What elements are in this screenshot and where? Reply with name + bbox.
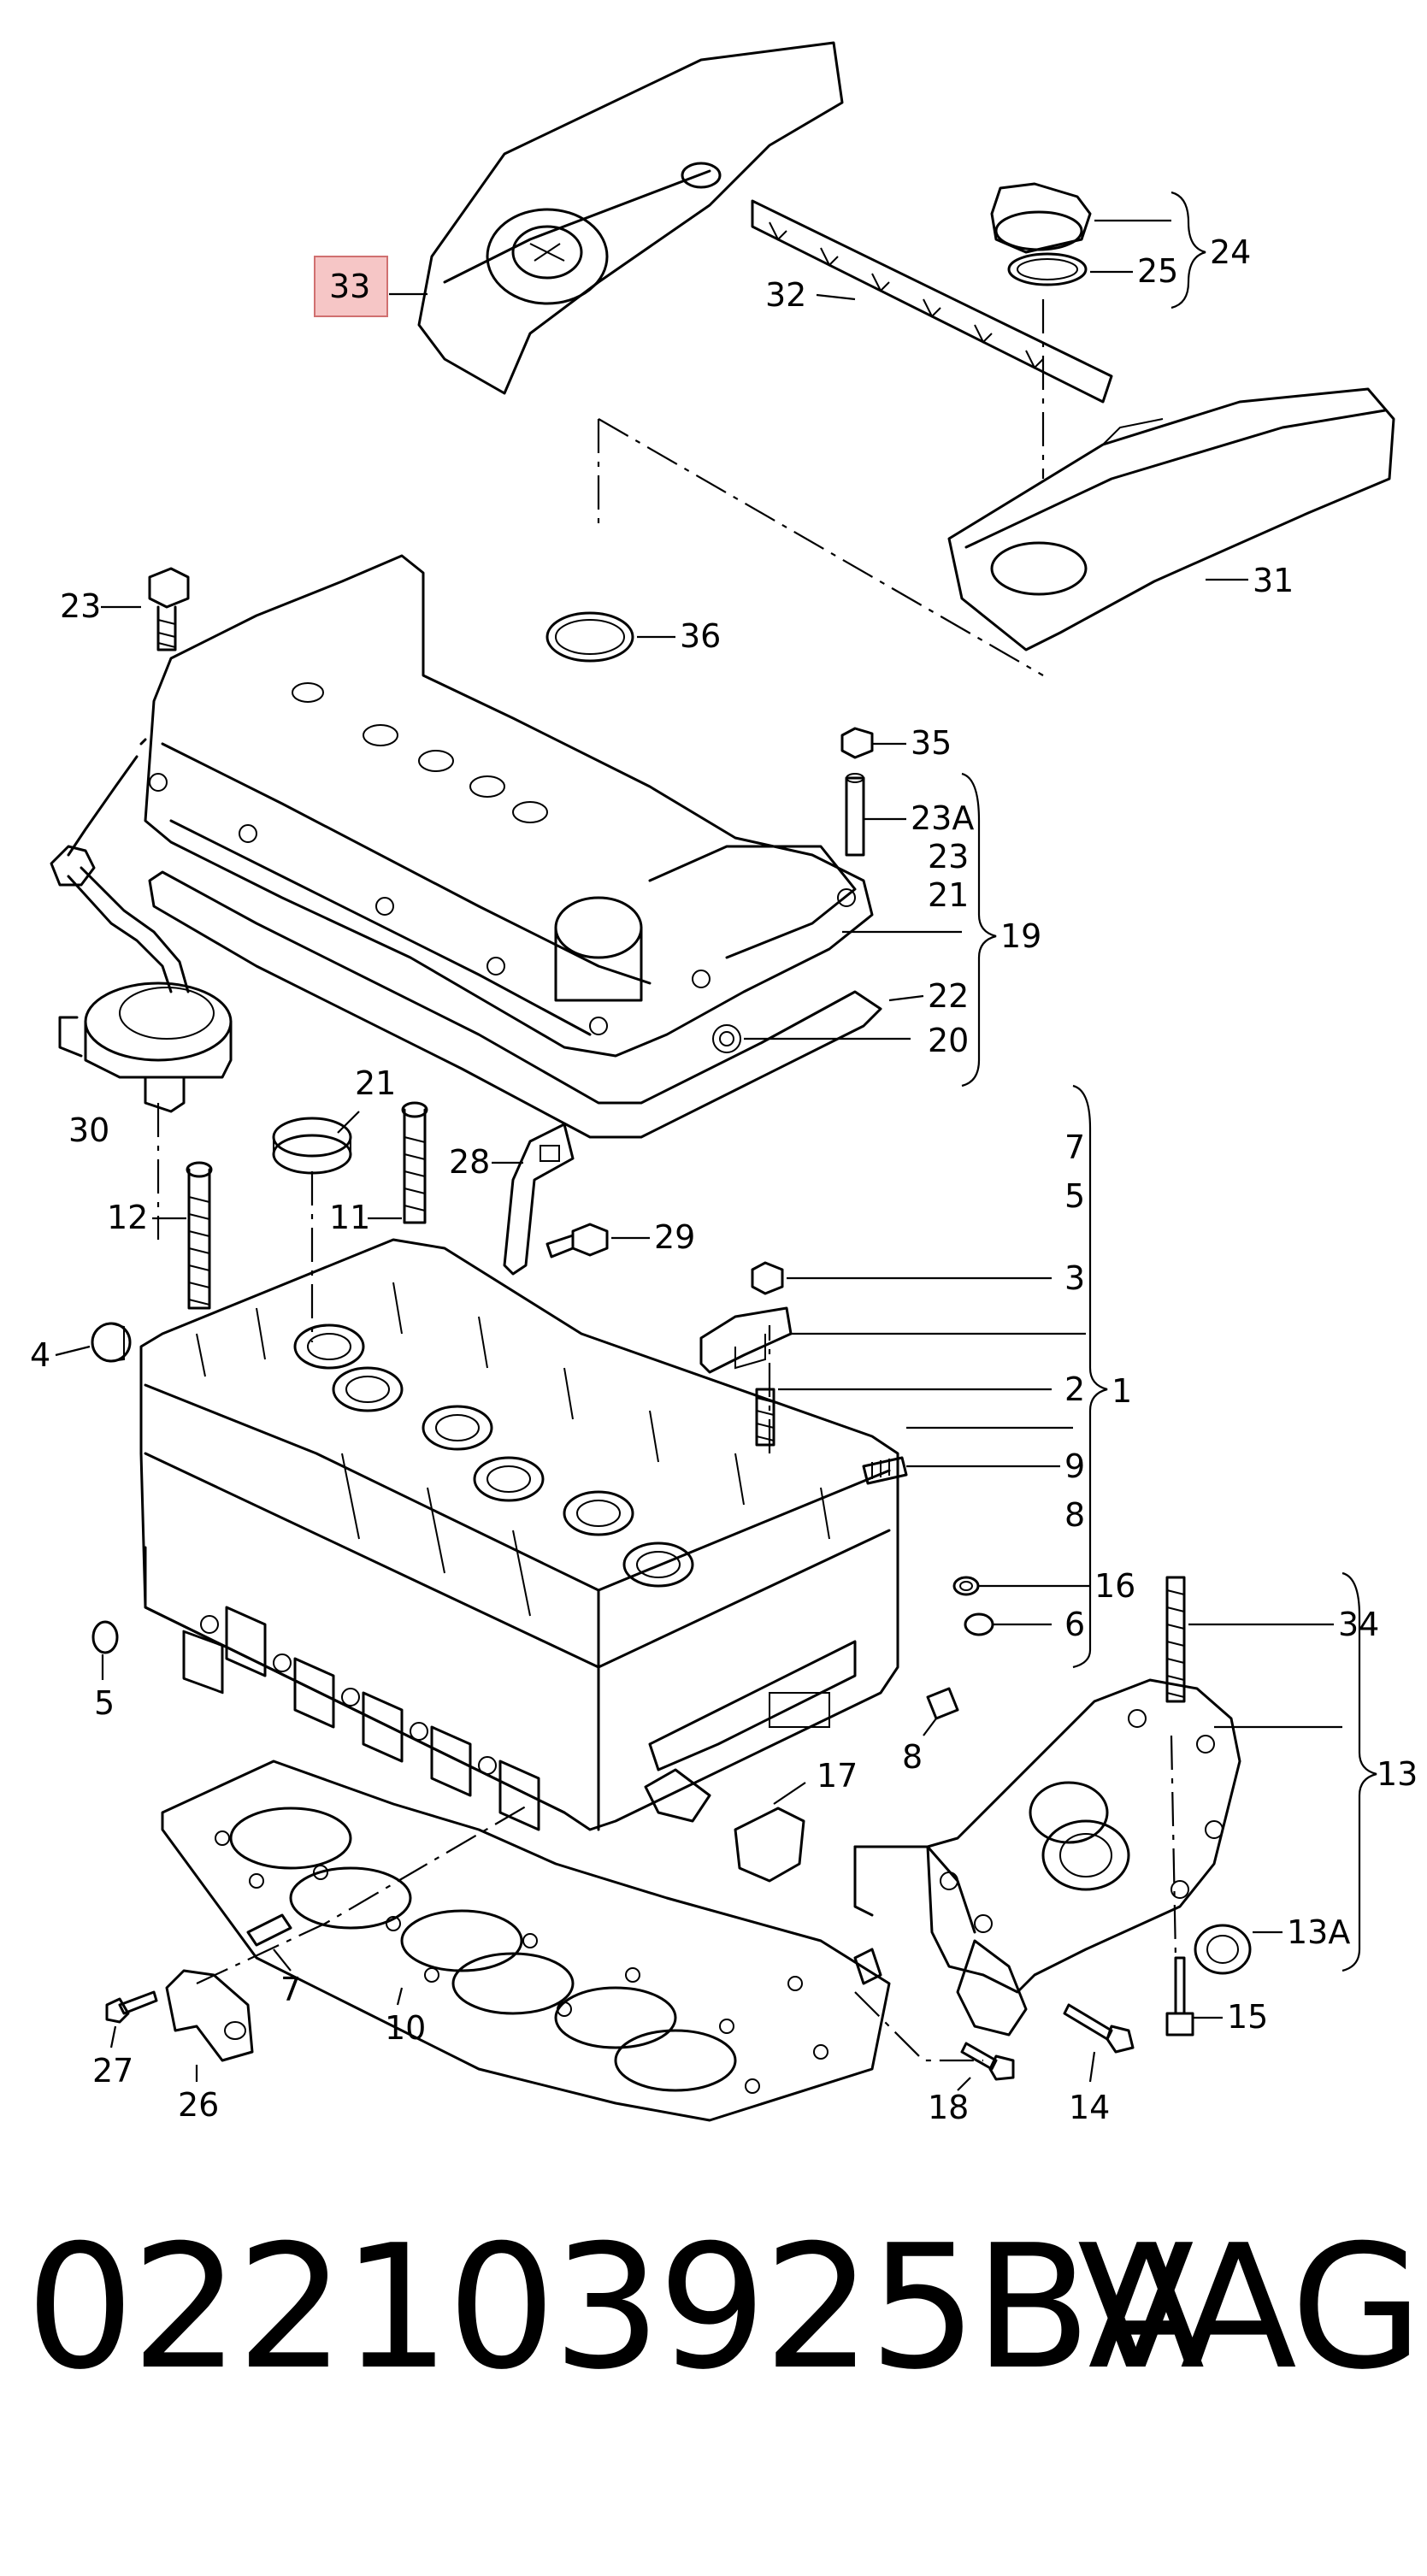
bearing-cap-2 <box>699 1306 793 1374</box>
seal-36 <box>545 611 634 663</box>
cylinder-head <box>139 1238 899 1831</box>
callout-8-lower: 8 <box>902 1738 923 1776</box>
bracket-28 <box>503 1123 575 1276</box>
callout-3: 3 <box>1064 1259 1085 1297</box>
callout-17: 17 <box>817 1757 858 1795</box>
valve-cover-gasket <box>148 870 882 1139</box>
head-gasket <box>161 1760 891 2122</box>
callout-1: 1 <box>1112 1372 1132 1410</box>
callout-26: 26 <box>178 2086 219 2124</box>
callout-21-right: 21 <box>928 876 969 914</box>
callout-6: 6 <box>1064 1606 1085 1643</box>
stud-23A <box>845 773 865 857</box>
callout-20: 20 <box>928 1022 969 1059</box>
intake-ports <box>144 1546 566 1831</box>
callout-36: 36 <box>680 617 721 655</box>
callout-32: 32 <box>765 276 806 314</box>
bracket-26 <box>165 1969 254 2062</box>
engine-cover-left <box>417 41 844 395</box>
seal-21-lower <box>272 1117 352 1175</box>
seal-13A <box>1194 1924 1252 1975</box>
callout-27: 27 <box>92 2052 133 2090</box>
callout-22: 22 <box>928 977 969 1015</box>
callout-13: 13 <box>1377 1755 1418 1793</box>
callout-23-top: 23 <box>60 587 101 625</box>
callout-13A: 13A <box>1287 1913 1350 1951</box>
stud-9 <box>862 1456 908 1485</box>
callout-29: 29 <box>654 1218 695 1256</box>
plug-5 <box>91 1620 119 1654</box>
gasket-17 <box>734 1807 805 1883</box>
callout-16: 16 <box>1094 1567 1135 1605</box>
callout-24: 24 <box>1210 233 1251 271</box>
callout-33: 33 <box>329 268 370 305</box>
bolt-23-top <box>148 567 190 651</box>
callout-23A: 23A <box>911 799 974 837</box>
bolt-18 <box>960 2042 1015 2081</box>
callout-35: 35 <box>911 724 952 762</box>
callout-31: 31 <box>1253 562 1294 599</box>
callout-9: 9 <box>1064 1447 1085 1485</box>
leader-lines <box>55 191 1377 2091</box>
highlight-box-33 <box>314 256 388 317</box>
callout-19: 19 <box>1000 917 1041 955</box>
callout-14: 14 <box>1069 2089 1110 2126</box>
callout-34: 34 <box>1338 1606 1379 1643</box>
callout-23-right: 23 <box>928 838 969 875</box>
nut-35 <box>840 727 874 759</box>
callout-7-lower: 7 <box>280 1971 301 2008</box>
bolt-14 <box>1063 2003 1135 2054</box>
dowel-8-right <box>926 1687 959 1720</box>
callout-10: 10 <box>385 2009 426 2047</box>
callout-4: 4 <box>30 1336 50 1374</box>
toothed-strip <box>751 199 1113 404</box>
callout-25: 25 <box>1137 252 1178 290</box>
callout-11: 11 <box>329 1199 370 1236</box>
brand-caption: VAG <box>1077 2208 1423 2408</box>
callout-18: 18 <box>928 2089 969 2126</box>
callout-15: 15 <box>1227 1998 1268 2036</box>
part-number-caption: 022103925BA <box>26 2208 1205 2408</box>
stud-2 <box>755 1388 775 1447</box>
callout-21-mid: 21 <box>355 1064 396 1102</box>
plug-6 <box>964 1612 994 1636</box>
callout-7-right: 7 <box>1064 1129 1085 1166</box>
stud-34 <box>1165 1576 1186 1703</box>
callout-12: 12 <box>107 1199 148 1236</box>
plug-4 <box>91 1322 132 1363</box>
callout-2: 2 <box>1064 1371 1085 1408</box>
timing-housing-13 <box>853 1678 1241 2037</box>
bolt-11 <box>401 1101 428 1224</box>
nut-3 <box>751 1261 784 1295</box>
valve-cover <box>144 554 874 1058</box>
bolt-27 <box>105 1990 158 2024</box>
callout-5-left: 5 <box>94 1684 115 1722</box>
bolt-15 <box>1165 1956 1194 2037</box>
oil-filler-cap <box>990 182 1092 286</box>
callout-5-right: 5 <box>1064 1177 1085 1215</box>
pin-7 <box>246 1913 292 1947</box>
engine-cover-right <box>947 387 1395 651</box>
callout-8-right: 8 <box>1064 1496 1085 1534</box>
callout-30: 30 <box>68 1111 109 1149</box>
bolt-29 <box>545 1223 609 1259</box>
breather-valve <box>50 738 233 1113</box>
callout-labels: 33 32 24 25 31 23 36 35 23A 23 21 19 22 … <box>30 233 1418 2126</box>
ring-16 <box>952 1576 980 1596</box>
exploded-parts-diagram: 33 32 24 25 31 23 36 35 23A 23 21 19 22 … <box>30 41 1418 2126</box>
bolt-12 <box>186 1161 213 1310</box>
callout-28: 28 <box>449 1143 490 1181</box>
